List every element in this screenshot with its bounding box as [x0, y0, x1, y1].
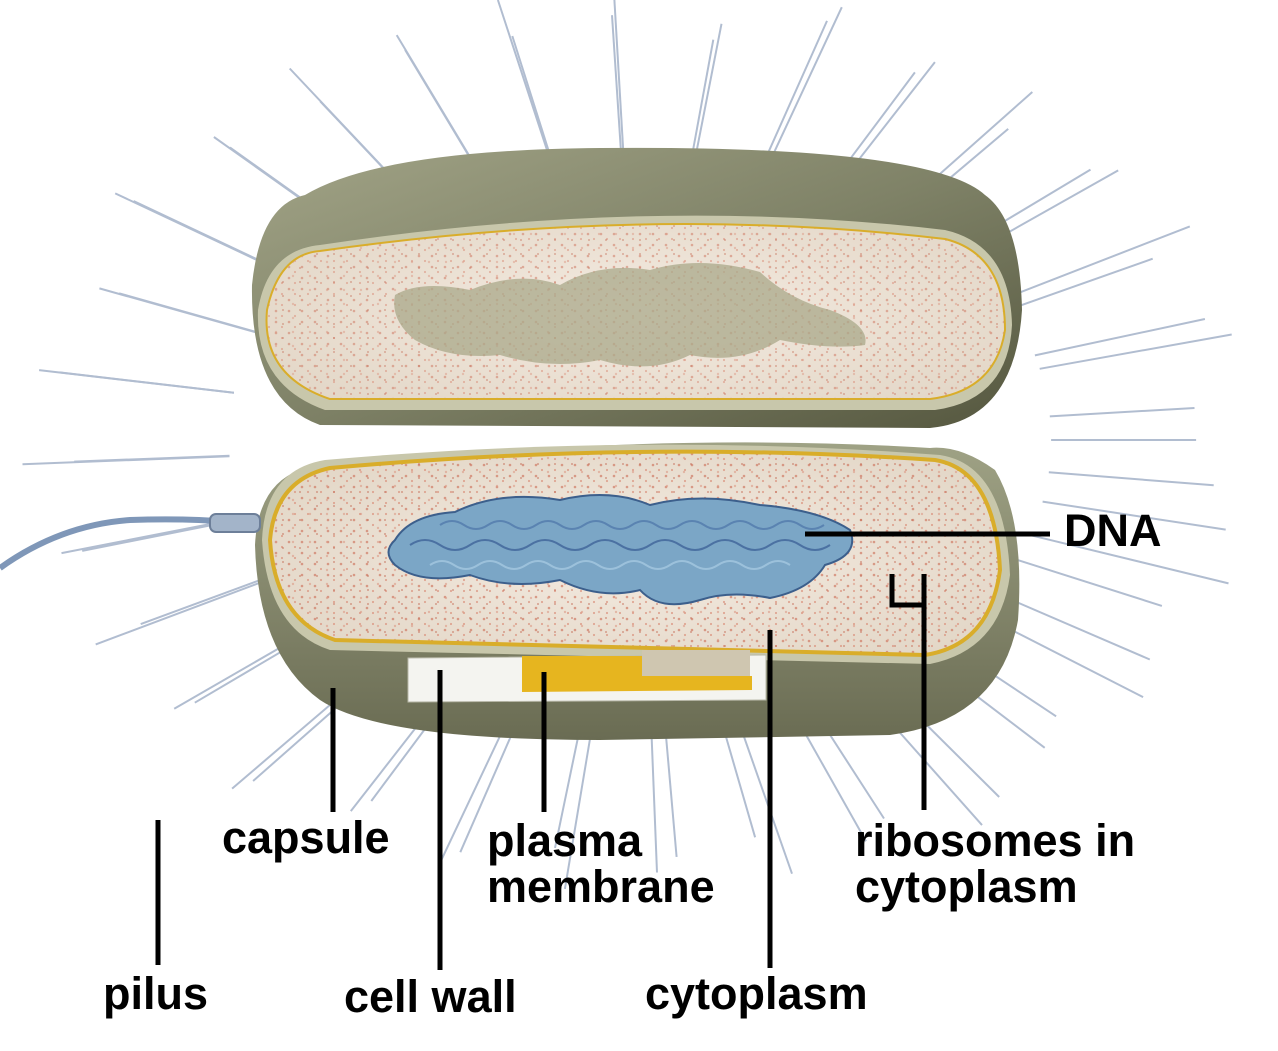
pilus-strand — [721, 725, 757, 838]
pilus-strand — [459, 720, 519, 853]
pili-group — [22, 0, 1232, 890]
pilus-strand — [1030, 534, 1229, 585]
pilus-strand — [695, 23, 723, 153]
pilus-tube — [0, 516, 231, 571]
pilus-strand — [650, 725, 658, 873]
plasma-membrane-label: plasma membrane — [487, 818, 715, 910]
top-cell-half — [251, 147, 1022, 428]
pilus-strand — [511, 35, 551, 155]
pilus-strand — [563, 727, 593, 890]
pilus-strand — [74, 454, 230, 463]
cytoplasm-label: cytoplasm — [645, 968, 868, 1019]
top-nucleoid-shadow — [394, 262, 866, 367]
lower-cell-half — [0, 442, 1020, 740]
pilus-label: pilus — [103, 968, 209, 1019]
plasma-membrane-label-line1: plasma — [487, 815, 643, 866]
cytoplasm-cutaway — [642, 650, 750, 676]
lower-plasma-membrane — [267, 449, 1003, 658]
dna-nucleoid — [387, 494, 854, 606]
leader-lines — [155, 531, 1050, 970]
pilus-strand — [1010, 257, 1154, 310]
pilus-strand — [140, 574, 273, 626]
pilus-strand — [1039, 333, 1232, 370]
pilus-strand — [611, 15, 623, 154]
cell-wall-label: cell wall — [344, 971, 517, 1022]
ribosomes-label: ribosomes in cytoplasm — [855, 818, 1135, 910]
dna-label: DNA — [1064, 505, 1162, 556]
pilus-strand — [764, 20, 828, 160]
ribosomes-label-line1: ribosomes in — [855, 815, 1136, 866]
pilus-strand — [691, 39, 715, 153]
pilus-connector — [209, 513, 261, 533]
plasma-membrane-cutaway — [522, 656, 752, 692]
plasma-membrane-label-line2: membrane — [487, 861, 715, 912]
pilus-strand — [1042, 500, 1226, 531]
pilus-strand — [994, 591, 1151, 661]
ribosomes-leader-line — [889, 574, 927, 810]
pilus-strand — [1048, 471, 1214, 487]
pilus-strand — [1049, 407, 1195, 418]
pilus-strand — [1017, 559, 1163, 607]
pilus-strand — [95, 576, 274, 646]
pilus-strand — [613, 0, 625, 154]
ribosomes-label-line2: cytoplasm — [855, 861, 1078, 912]
pilus-strand — [395, 34, 478, 169]
pilus-strand — [664, 726, 678, 857]
pilus-strand — [99, 287, 256, 334]
pilus-strand — [38, 369, 235, 394]
pilus-strand — [554, 727, 582, 849]
pilus-strand — [769, 6, 843, 161]
pilus-strand — [738, 724, 793, 875]
pilus-strand — [438, 719, 509, 866]
pilus-strand — [1003, 225, 1191, 300]
capsule-label: capsule — [222, 812, 390, 863]
pilus-strand — [1034, 318, 1206, 357]
pilus-strand — [496, 0, 550, 155]
